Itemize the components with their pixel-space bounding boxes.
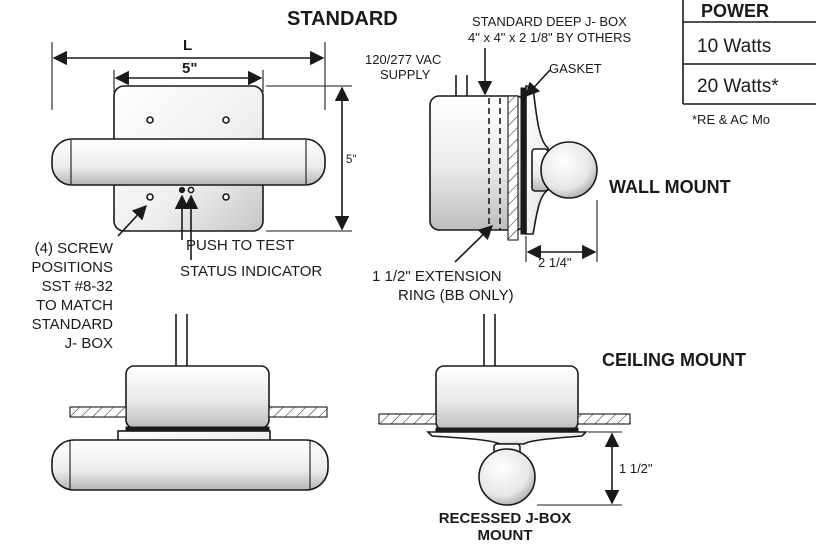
gasket-label: GASKET	[549, 61, 602, 76]
jbox-label-line1: STANDARD DEEP J- BOX	[472, 14, 627, 29]
ceiling-box-left	[125, 365, 270, 429]
recessed-label-line2: MOUNT	[478, 527, 533, 544]
recessed-jbox	[435, 365, 579, 431]
ceiling-mount-title: CEILING MOUNT	[602, 350, 746, 370]
ceiling-hatch-left	[268, 406, 328, 418]
screw-hole	[146, 193, 154, 201]
dimension-1-1-2: 1 1/2"	[537, 431, 653, 506]
dimension-L-label: L	[183, 37, 192, 54]
supply-label-line2: SUPPLY	[380, 67, 431, 82]
dimension-L: L	[51, 37, 326, 110]
recessed-plate	[426, 431, 588, 445]
dimension-1-1-2-label: 1 1/2"	[619, 461, 653, 476]
screw-hole	[222, 116, 230, 124]
screw-hole	[222, 193, 230, 201]
push-to-test-label: PUSH TO TEST	[186, 237, 294, 254]
status-indicator-label: STATUS INDICATOR	[180, 263, 322, 280]
wall-head	[540, 141, 598, 199]
power-table-header: POWER	[701, 1, 769, 21]
dimension-5in-height: 5"	[266, 85, 356, 232]
screw-note-line: J- BOX	[65, 335, 113, 352]
status-indicator-led	[187, 186, 195, 194]
light-bar	[51, 138, 326, 186]
dimension-5in-height-label: 5"	[346, 154, 356, 166]
screw-note-line: TO MATCH	[36, 297, 113, 314]
power-table: POWER 10 Watts 20 Watts* *RE & AC Mo	[682, 0, 816, 127]
screw-positions-note: (4) SCREW POSITIONS SST #8-32 TO MATCH S…	[31, 240, 114, 352]
standard-title: STANDARD	[287, 8, 398, 30]
ceiling-hatch-left	[69, 406, 127, 418]
extension-label-line1: 1 1/2" EXTENSION	[372, 268, 502, 285]
screw-hole	[146, 116, 154, 124]
wall-mount-title: WALL MOUNT	[609, 177, 731, 197]
ceiling-hatch-right	[577, 413, 631, 425]
extension-label-line2: RING (BB ONLY)	[398, 287, 514, 304]
power-table-row: 10 Watts	[697, 36, 771, 57]
screw-note-line: SST #8-32	[42, 278, 113, 295]
supply-label-line1: 120/277 VAC	[365, 52, 441, 67]
jbox-label-line2: 4" x 4" x 2 1/8" BY OTHERS	[468, 30, 631, 45]
screw-note-line: POSITIONS	[31, 259, 113, 276]
dimension-5in-width-label: 5"	[182, 60, 197, 77]
ceiling-hatch-right	[378, 413, 437, 425]
screw-note-line: (4) SCREW	[35, 240, 114, 257]
recessed-head	[478, 448, 536, 506]
wall-section	[507, 95, 519, 241]
dimension-5in-width: 5"	[113, 60, 264, 92]
power-table-footnote: *RE & AC Mo	[692, 112, 770, 127]
power-table-row: 20 Watts*	[697, 76, 779, 97]
dimension-2-1-4-label: 2 1/4"	[538, 255, 572, 270]
dimension-2-1-4: 2 1/4"	[525, 200, 598, 270]
screw-note-line: STANDARD	[32, 316, 114, 333]
push-to-test-button	[178, 186, 186, 194]
recessed-label-line1: RECESSED J-BOX	[439, 510, 572, 527]
ceiling-light-bar	[51, 439, 329, 491]
